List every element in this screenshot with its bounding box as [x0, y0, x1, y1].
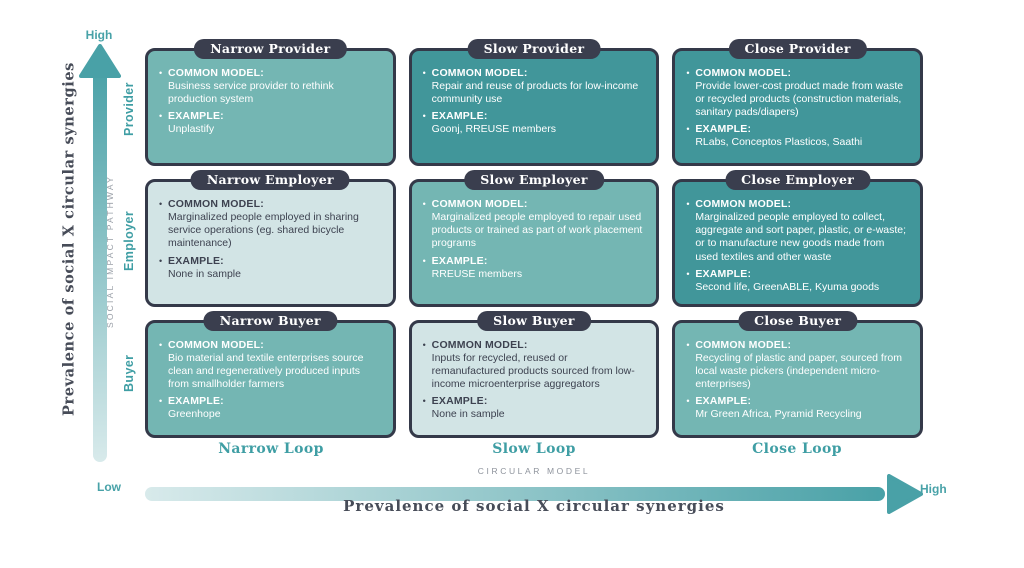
bullet-icon: • — [159, 255, 163, 266]
example-label: EXAMPLE: — [168, 254, 224, 267]
y-axis-high-label: High — [85, 28, 113, 42]
cell-title-pill: Close Buyer — [738, 310, 858, 331]
example-label: EXAMPLE: — [695, 267, 752, 280]
common-model-text: Provide lower-cost product made from was… — [695, 80, 904, 119]
bullet-icon: • — [422, 339, 426, 350]
example-text: Goonj, RREUSE members — [431, 123, 556, 136]
bullet-icon: • — [159, 68, 163, 78]
example-text: Greenhope — [168, 407, 221, 420]
example-label: EXAMPLE: — [168, 110, 224, 123]
bullet-icon: • — [159, 339, 163, 350]
example-text: Unplastify — [168, 123, 215, 136]
common-model-text: Bio material and textile enterprises sou… — [168, 351, 364, 390]
bullet-icon: • — [686, 124, 690, 135]
cell-title-pill: Slow Employer — [464, 170, 604, 191]
example-label: EXAMPLE: — [695, 394, 752, 407]
cell-slow-employer: Slow Employer • COMMON MODEL: Marginaliz… — [408, 170, 660, 307]
x-axis-title: Prevalence of social X circular synergie… — [343, 497, 725, 515]
cell-body: • COMMON MODEL: Business service provide… — [148, 51, 393, 146]
cell-title-pill: Narrow Provider — [194, 39, 347, 59]
bullet-icon: • — [422, 199, 426, 210]
cell-narrow-employer: Narrow Employer • COMMON MODEL: Marginal… — [145, 170, 396, 307]
common-model-text: Inputs for recycled, reused or remanufac… — [431, 351, 635, 390]
common-model-label: COMMON MODEL: — [431, 198, 528, 211]
cell-title-pill: Narrow Buyer — [203, 310, 337, 331]
cell-title-pill: Close Provider — [728, 39, 867, 59]
example-label: EXAMPLE: — [431, 394, 488, 407]
common-model-text: Marginalized people employed to repair u… — [431, 211, 643, 250]
bullet-icon: • — [422, 395, 426, 406]
example-text: RLabs, Conceptos Plasticos, Saathi — [695, 136, 863, 149]
x-axis-low-label: Low — [97, 480, 121, 494]
y-axis-arrow-icon — [79, 44, 121, 462]
common-model-label: COMMON MODEL: — [695, 198, 792, 211]
common-model-label: COMMON MODEL: — [168, 67, 264, 79]
common-model-label: COMMON MODEL: — [431, 67, 528, 79]
column-label-narrow-loop: Narrow Loop — [218, 441, 324, 457]
example-text: None in sample — [431, 407, 505, 420]
cell-body: • COMMON MODEL: Inputs for recycled, reu… — [412, 323, 657, 431]
cell-body: • COMMON MODEL: Bio material and textile… — [148, 323, 393, 431]
circular-model-label: CIRCULAR MODEL — [477, 466, 591, 476]
matrix-grid: Narrow Provider • COMMON MODEL: Business… — [145, 39, 923, 438]
common-model-text: Business service provider to rethink pro… — [168, 80, 334, 106]
cell-body: • COMMON MODEL: Marginalized people empl… — [148, 182, 393, 290]
example-text: Mr Green Africa, Pyramid Recycling — [695, 407, 862, 420]
common-model-label: COMMON MODEL: — [168, 338, 264, 351]
cell-body: • COMMON MODEL: Marginalized people empl… — [412, 182, 657, 290]
bullet-icon: • — [159, 395, 163, 406]
cell-title-pill: Narrow Employer — [190, 170, 350, 191]
bullet-icon: • — [686, 339, 690, 350]
example-label: EXAMPLE: — [168, 394, 224, 407]
column-label-close-loop: Close Loop — [752, 441, 842, 457]
common-model-label: COMMON MODEL: — [168, 198, 264, 211]
cell-close-provider: Close Provider • COMMON MODEL: Provide l… — [672, 39, 923, 167]
cell-title-pill: Close Employer — [725, 170, 871, 191]
cell-close-employer: Close Employer • COMMON MODEL: Marginali… — [672, 170, 923, 307]
cell-body: • COMMON MODEL: Marginalized people empl… — [675, 182, 920, 303]
common-model-label: COMMON MODEL: — [695, 338, 792, 351]
cell-body: • COMMON MODEL: Recycling of plastic and… — [675, 323, 920, 431]
x-axis-high-label: High — [920, 482, 947, 496]
cell-title-pill: Slow Provider — [467, 39, 601, 59]
common-model-text: Marginalized people employed to collect,… — [695, 211, 907, 263]
example-label: EXAMPLE: — [431, 254, 488, 267]
example-text: None in sample — [168, 267, 241, 280]
cell-narrow-provider: Narrow Provider • COMMON MODEL: Business… — [145, 39, 396, 167]
cell-body: • COMMON MODEL: Repair and reuse of prod… — [412, 51, 657, 146]
bullet-icon: • — [686, 199, 690, 210]
row-label-provider: Provider — [122, 82, 136, 136]
bullet-icon: • — [686, 268, 690, 279]
cell-slow-provider: Slow Provider • COMMON MODEL: Repair and… — [408, 39, 660, 167]
example-text: RREUSE members — [431, 267, 523, 280]
cell-slow-buyer: Slow Buyer • COMMON MODEL: Inputs for re… — [408, 310, 660, 438]
bullet-icon: • — [422, 68, 426, 78]
common-model-label: COMMON MODEL: — [431, 338, 528, 351]
common-model-text: Recycling of plastic and paper, sourced … — [695, 351, 902, 390]
bullet-icon: • — [159, 199, 163, 210]
social-impact-pathway-label: SOCIAL IMPACT PATHWAY — [105, 175, 115, 329]
bullet-icon: • — [159, 111, 163, 122]
bullet-icon: • — [422, 255, 426, 266]
row-label-buyer: Buyer — [122, 354, 136, 393]
example-label: EXAMPLE: — [431, 110, 488, 123]
column-label-slow-loop: Slow Loop — [492, 441, 576, 457]
example-label: EXAMPLE: — [695, 123, 752, 136]
y-axis-title: Prevalence of social X circular synergie… — [60, 62, 78, 416]
common-model-label: COMMON MODEL: — [695, 67, 792, 79]
common-model-text: Repair and reuse of products for low-inc… — [431, 80, 639, 106]
row-label-employer: Employer — [122, 210, 136, 272]
bullet-icon: • — [686, 395, 690, 406]
x-axis-arrow-icon — [145, 474, 923, 514]
cell-title-pill: Slow Buyer — [477, 310, 591, 331]
bullet-icon: • — [422, 111, 426, 122]
bullet-icon: • — [686, 68, 690, 78]
common-model-text: Marginalized people employed in sharing … — [168, 211, 359, 250]
cell-narrow-buyer: Narrow Buyer • COMMON MODEL: Bio materia… — [145, 310, 396, 438]
example-text: Second life, GreenABLE, Kyuma goods — [695, 280, 880, 293]
cell-close-buyer: Close Buyer • COMMON MODEL: Recycling of… — [672, 310, 923, 438]
cell-body: • COMMON MODEL: Provide lower-cost produ… — [675, 51, 920, 159]
